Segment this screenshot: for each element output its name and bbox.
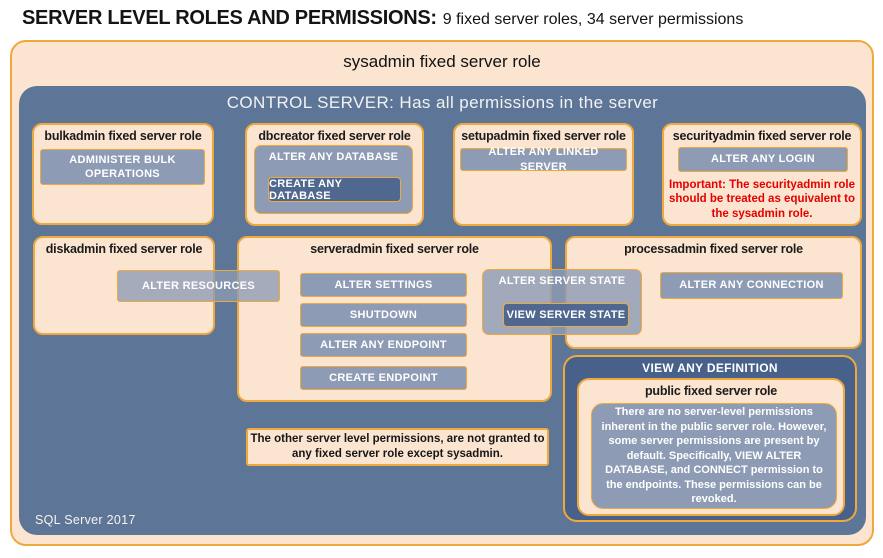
permission-alter-resources: ALTER RESOURCES — [117, 270, 280, 302]
role-box-public: public fixed server role There are no se… — [577, 378, 845, 516]
permission-alter-any-endpoint: ALTER ANY ENDPOINT — [300, 333, 467, 357]
role-box-bulkadmin: bulkadmin fixed server role ADMINISTER B… — [32, 123, 214, 225]
securityadmin-title: securityadmin fixed server role — [672, 129, 852, 143]
role-box-securityadmin: securityadmin fixed server role ALTER AN… — [662, 123, 862, 226]
public-role-note: There are no server-level permissions in… — [591, 403, 837, 509]
sql-server-version-label: SQL Server 2017 — [35, 513, 136, 527]
role-box-dbcreator: dbcreator fixed server role ALTER ANY DA… — [245, 123, 424, 226]
permission-alter-settings: ALTER SETTINGS — [300, 273, 467, 297]
permission-administer-bulk-operations: ADMINISTER BULK OPERATIONS — [40, 149, 205, 185]
page-title: SERVER LEVEL ROLES AND PERMISSIONS: 9 fix… — [22, 7, 743, 30]
page-title-sub: 9 fixed server roles, 34 server permissi… — [442, 11, 744, 28]
securityadmin-warning: Important: The securityadmin role should… — [669, 179, 855, 220]
bulkadmin-title: bulkadmin fixed server role — [44, 129, 202, 143]
other-permissions-note: The other server level permissions, are … — [246, 428, 549, 466]
permission-create-any-database: CREATE ANY DATABASE — [268, 177, 401, 202]
permission-alter-any-linked-server: ALTER ANY LINKED SERVER — [460, 146, 627, 173]
permission-alter-server-state: ALTER SERVER STATE VIEW SERVER STATE — [482, 269, 642, 335]
sysadmin-role-title: sysadmin fixed server role — [343, 52, 541, 71]
control-server-title: CONTROL SERVER: Has all permissions in t… — [226, 93, 659, 112]
permission-alter-any-login: ALTER ANY LOGIN — [678, 147, 848, 172]
permission-view-server-state: VIEW SERVER STATE — [503, 303, 629, 327]
processadmin-title: processadmin fixed server role — [624, 242, 803, 256]
permission-view-any-definition: VIEW ANY DEFINITION public fixed server … — [563, 355, 857, 522]
setupadmin-title: setupadmin fixed server role — [461, 129, 626, 143]
permission-shutdown: SHUTDOWN — [300, 303, 467, 327]
role-box-setupadmin: setupadmin fixed server role ALTER ANY L… — [453, 123, 634, 226]
permission-create-endpoint: CREATE ENDPOINT — [300, 366, 467, 390]
role-box-serveradmin: serveradmin fixed server role ALTER SETT… — [237, 236, 552, 402]
alter-server-state-label: ALTER SERVER STATE — [498, 275, 626, 287]
serveradmin-title: serveradmin fixed server role — [310, 242, 479, 256]
permission-alter-any-connection: ALTER ANY CONNECTION — [660, 272, 843, 299]
page-title-main: SERVER LEVEL ROLES AND PERMISSIONS: — [22, 7, 437, 29]
alter-any-database-label: ALTER ANY DATABASE — [268, 151, 399, 163]
diskadmin-title: diskadmin fixed server role — [45, 242, 203, 256]
view-any-definition-label: VIEW ANY DEFINITION — [642, 361, 778, 375]
dbcreator-title: dbcreator fixed server role — [258, 129, 411, 143]
public-title: public fixed server role — [644, 384, 778, 398]
permission-alter-any-database: ALTER ANY DATABASE CREATE ANY DATABASE — [254, 145, 413, 214]
